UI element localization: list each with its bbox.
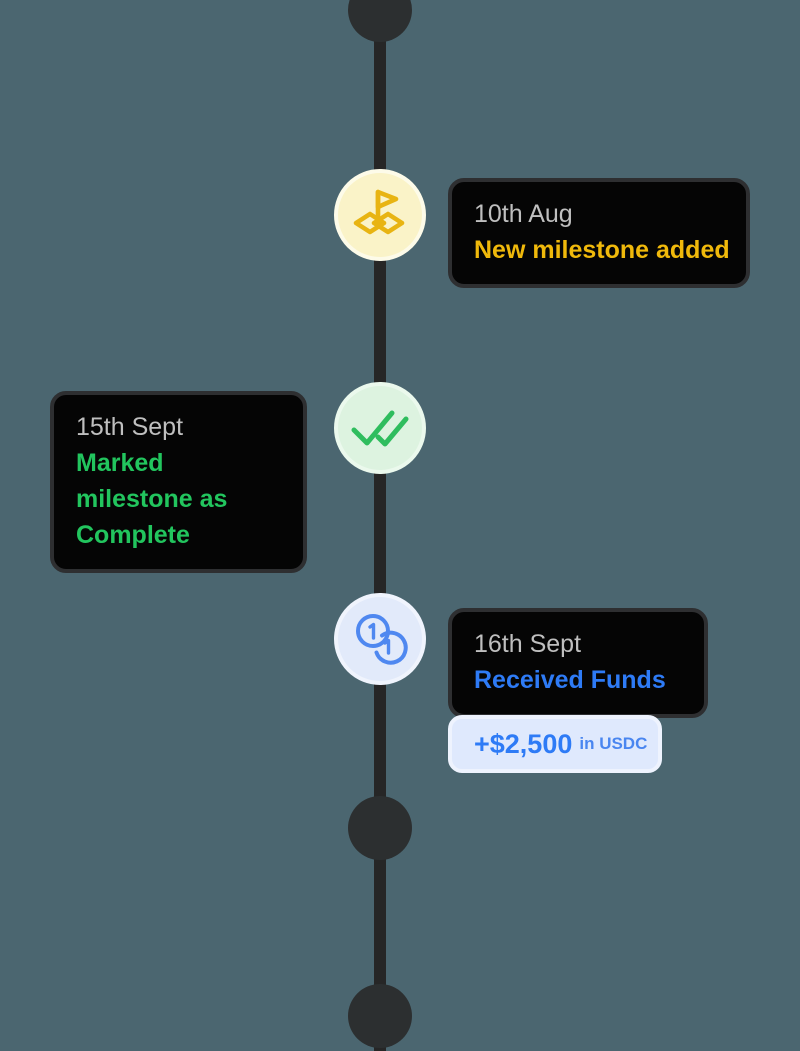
- timeline-node-bottom: [348, 984, 412, 1048]
- timeline-node-top: [348, 0, 412, 42]
- double-check-icon-glyph: [351, 410, 409, 447]
- amount-value: +$2,500: [474, 728, 573, 759]
- amount-badge[interactable]: +$2,500 in USDC: [448, 715, 662, 773]
- timeline-spine: [374, 0, 386, 1051]
- event-card-milestone-added[interactable]: 10th Aug New milestone added: [448, 178, 750, 288]
- event-headline: Received Funds: [474, 666, 666, 694]
- map-flag-icon[interactable]: [334, 169, 426, 261]
- event-date: 15th Sept: [76, 413, 184, 441]
- event-date: 16th Sept: [474, 630, 582, 658]
- event-date: 10th Aug: [474, 200, 573, 228]
- coins-icon-glyph: [356, 614, 408, 665]
- event-card-milestone-complete[interactable]: 15th Sept Marked milestone as Complete: [50, 391, 307, 573]
- coins-icon[interactable]: [334, 593, 426, 685]
- event-card-received-funds[interactable]: 16th Sept Received Funds: [448, 608, 708, 718]
- amount-currency: in USDC: [579, 734, 648, 753]
- event-headline: New milestone added: [474, 236, 730, 264]
- timeline-node-middle: [348, 796, 412, 860]
- map-flag-icon-glyph: [353, 189, 405, 235]
- event-headline: Marked milestone as Complete: [76, 449, 228, 549]
- double-check-icon[interactable]: [334, 382, 426, 474]
